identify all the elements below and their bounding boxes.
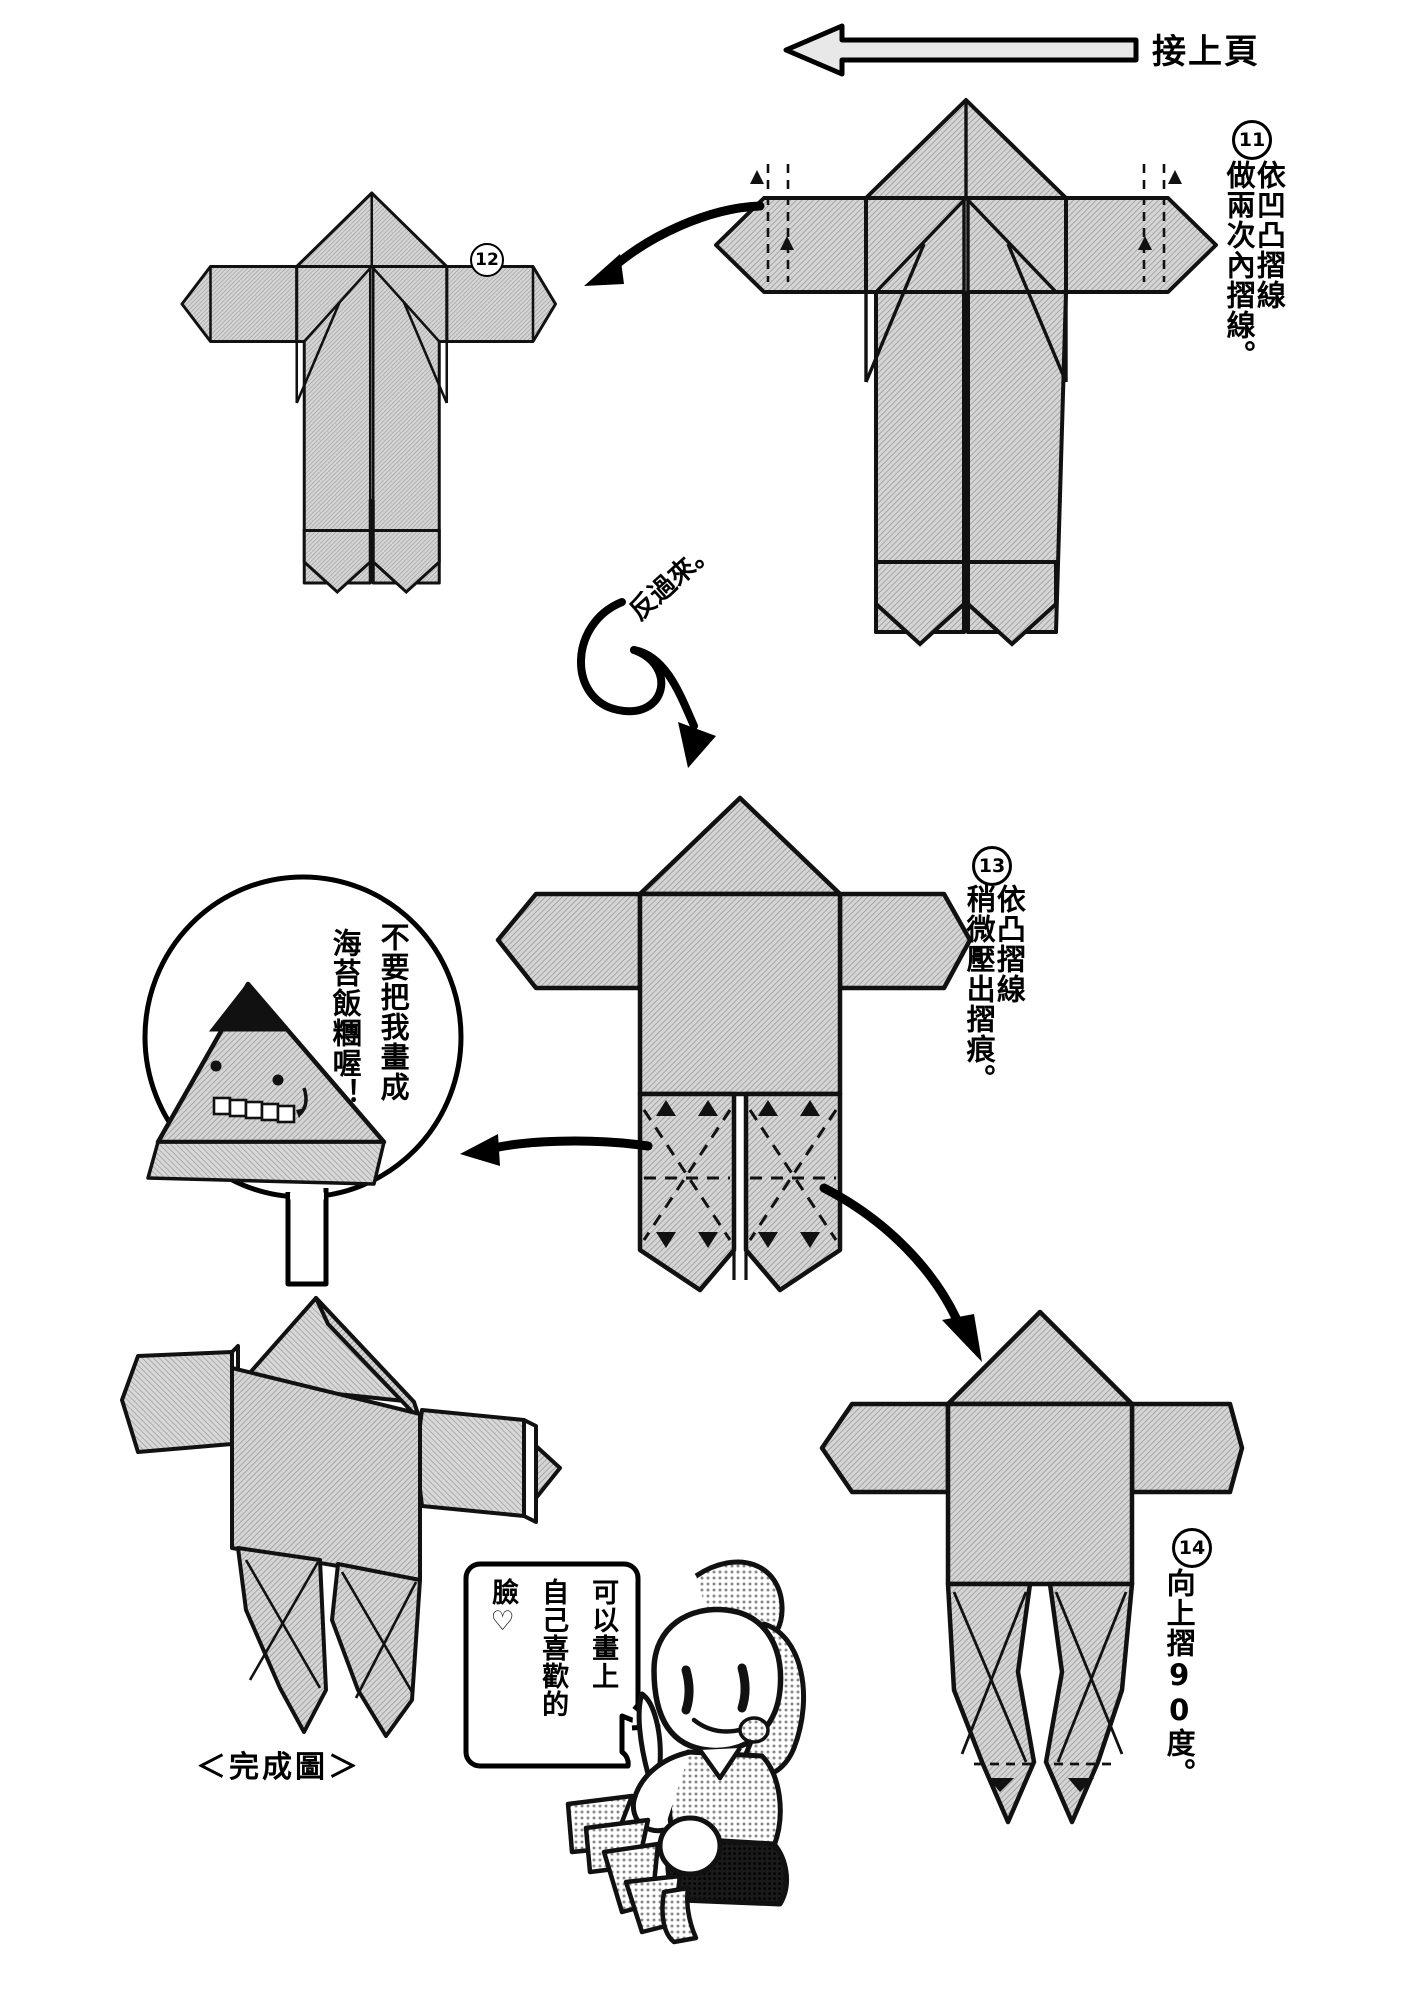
mascot-bubble-line-3: 臉♡ (487, 1578, 519, 1638)
step-12-figure (180, 191, 557, 595)
step-12-number: 12 (470, 243, 504, 277)
step-13-number: 13 (972, 846, 1012, 886)
continue-arrow-row (780, 22, 1260, 78)
onigiri-face-icon (146, 981, 387, 1186)
step-13-crease-arrowheads (656, 1100, 820, 1248)
arrow-step13-to-step14 (819, 1183, 982, 1362)
mascot-character-icon (565, 1559, 807, 1945)
step-14-figure (819, 1309, 1245, 1825)
arrow-turn-over (577, 598, 716, 768)
step-14-fold-arrowheads (988, 1778, 1094, 1792)
arrow-step11-to-step12 (584, 201, 765, 286)
left-arrow-icon (783, 23, 1139, 77)
step-13-instruction: 依凸摺線 稍微壓出摺痕。 (962, 884, 1027, 1094)
mascot-bubble-line-1: 可以畫上 (587, 1578, 619, 1690)
pen-icon (636, 1691, 663, 1777)
step-13-figure (495, 795, 973, 1293)
onigiri-speech-bubble (142, 874, 464, 1287)
step-14-instruction: 向上摺90度。 (1162, 1568, 1197, 1788)
finished-figure (120, 1296, 562, 1738)
mascot-bubble-line-2: 自己喜歡的 (537, 1578, 569, 1718)
step-11-number: 11 (1232, 120, 1272, 160)
inside-reverse-fold-arrowheads (750, 170, 1182, 250)
finished-caption: ＜完成圖＞ (196, 1750, 361, 1785)
step-11-instruction: 依凹凸摺線 做兩次內摺線。 (1222, 160, 1287, 370)
continue-from-previous-page-label: 接上頁 (1152, 32, 1260, 72)
step-11-figure (714, 98, 1218, 647)
step-14-number: 14 (1172, 1528, 1212, 1568)
onigiri-bubble-line-2: 海苔飯糰喔！ (328, 928, 363, 1108)
onigiri-bubble-line-1: 不要把我畫成 (376, 922, 411, 1102)
arrow-step14-to-finished (460, 1134, 653, 1166)
